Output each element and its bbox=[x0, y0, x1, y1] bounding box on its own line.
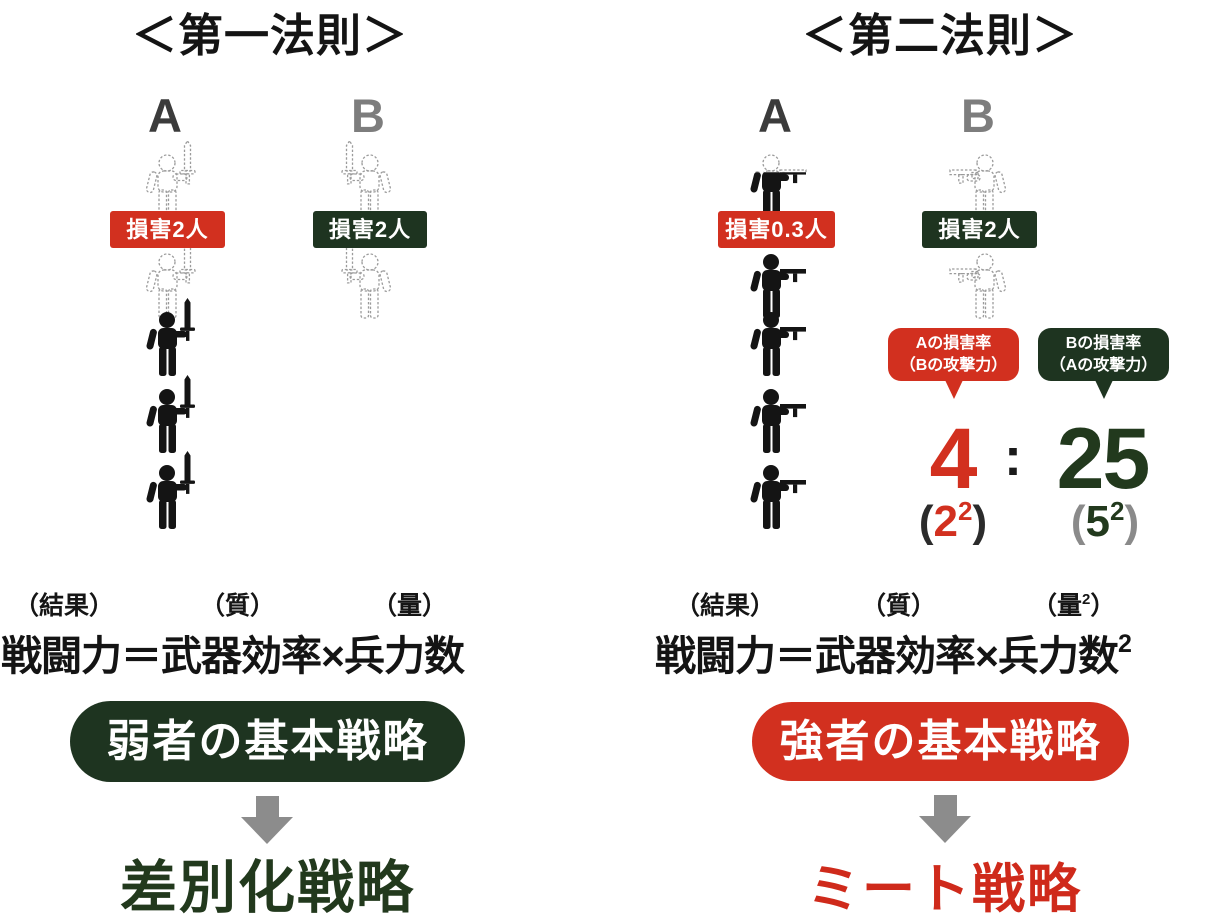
left-annotation-quantity: （量） bbox=[372, 592, 448, 620]
ratio-value-a: 4 bbox=[929, 411, 978, 507]
loss-rate-bubble-a: Aの損害率 （Bの攻撃力） bbox=[888, 328, 1019, 399]
right-annotation-quantity: （量2） bbox=[1032, 586, 1115, 622]
person-figure-ghost-sword bbox=[333, 141, 391, 221]
left-army-a-label: A bbox=[148, 89, 182, 142]
formula-base: 戦闘力＝武器効率×兵力数 bbox=[655, 633, 1119, 679]
squared-a-close-paren: ) bbox=[972, 497, 988, 546]
ratio-value-b: 25 bbox=[1056, 411, 1151, 507]
right-down-arrow-icon bbox=[934, 795, 957, 816]
bubble-a-line1: Aの損害率 bbox=[915, 335, 992, 352]
bubble-b-tail-icon bbox=[1094, 380, 1113, 399]
bubble-a-line2: （Bの攻撃力） bbox=[899, 357, 1008, 375]
right-damage-badge-a: 損害0.3人 bbox=[718, 211, 835, 248]
person-figure-solid-gun bbox=[750, 375, 808, 455]
person-figure-solid-sword bbox=[146, 451, 204, 531]
right-damage-badge-b: 損害2人 bbox=[922, 211, 1037, 248]
quantity-base: （量 bbox=[1032, 592, 1083, 620]
squared-b-exponent: 2 bbox=[1110, 496, 1125, 526]
bubble-b-line1: Bの損害率 bbox=[1065, 335, 1142, 352]
person-figure-solid-gun bbox=[750, 240, 808, 320]
second-law-title: ＜第二法則＞ bbox=[801, 10, 1078, 61]
right-troop-column-b bbox=[948, 0, 1006, 560]
loss-rate-bubble-b: Bの損害率 （Aの攻撃力） bbox=[1038, 328, 1169, 399]
right-annotation-result: （結果） bbox=[675, 592, 776, 620]
person-figure-solid-gun bbox=[750, 298, 808, 378]
left-troop-column-a bbox=[146, 0, 204, 560]
person-figure-ghost-sword bbox=[146, 141, 204, 221]
right-troop-column-a bbox=[750, 0, 808, 560]
person-figure-solid-gun bbox=[750, 451, 808, 531]
weak-strategy-pill: 弱者の基本戦略 bbox=[70, 701, 465, 782]
left-down-arrow-icon bbox=[256, 796, 279, 817]
right-army-a-label: A bbox=[758, 89, 792, 142]
person-figure-ghost-gun bbox=[948, 141, 1006, 221]
first-law-formula: 戦闘力＝武器効率×兵力数 bbox=[1, 633, 465, 679]
squared-b-open-paren: ( bbox=[1070, 497, 1086, 546]
squared-b-base: 5 bbox=[1085, 497, 1110, 546]
left-annotation-result: （結果） bbox=[14, 592, 115, 620]
squared-a-base: 2 bbox=[933, 497, 958, 546]
formula-exponent: 2 bbox=[1117, 630, 1132, 658]
person-figure-ghost-sword bbox=[333, 240, 391, 320]
person-figure-solid-sword bbox=[146, 375, 204, 455]
squared-a-exponent: 2 bbox=[958, 496, 973, 526]
ratio-squared-a: (22) bbox=[898, 497, 1008, 546]
left-army-b-label: B bbox=[351, 89, 385, 142]
left-damage-badge-a: 損害2人 bbox=[110, 211, 225, 248]
quantity-close-paren: ） bbox=[1090, 592, 1116, 620]
right-down-arrow-head-icon bbox=[919, 816, 971, 843]
left-troop-column-b bbox=[333, 0, 391, 560]
person-figure-ghost-gun bbox=[948, 240, 1006, 320]
left-annotation-quality: （質） bbox=[200, 592, 276, 620]
squared-b-close-paren: ) bbox=[1124, 497, 1140, 546]
bubble-a-tail-icon bbox=[944, 380, 963, 399]
quantity-exponent: 2 bbox=[1082, 591, 1091, 608]
squared-a-open-paren: ( bbox=[918, 497, 934, 546]
first-law-title: ＜第一法則＞ bbox=[131, 10, 408, 61]
person-figure-partial-gun bbox=[750, 141, 808, 221]
differentiation-strategy-text: 差別化戦略 bbox=[120, 856, 415, 919]
left-damage-badge-b: 損害2人 bbox=[313, 211, 427, 248]
bubble-b-line2: （Aの攻撃力） bbox=[1049, 357, 1158, 375]
left-down-arrow-head-icon bbox=[241, 817, 293, 844]
right-army-b-label: B bbox=[961, 89, 995, 142]
ratio-squared-b: (52) bbox=[1050, 497, 1160, 546]
ratio-colon: : bbox=[1004, 427, 1022, 487]
second-law-formula: 戦闘力＝武器効率×兵力数2 bbox=[655, 622, 1132, 682]
person-figure-solid-sword bbox=[146, 298, 204, 378]
right-annotation-quality: （質） bbox=[861, 592, 937, 620]
meet-strategy-text: ミート戦略 bbox=[807, 860, 1082, 919]
strong-strategy-pill: 強者の基本戦略 bbox=[752, 702, 1129, 781]
